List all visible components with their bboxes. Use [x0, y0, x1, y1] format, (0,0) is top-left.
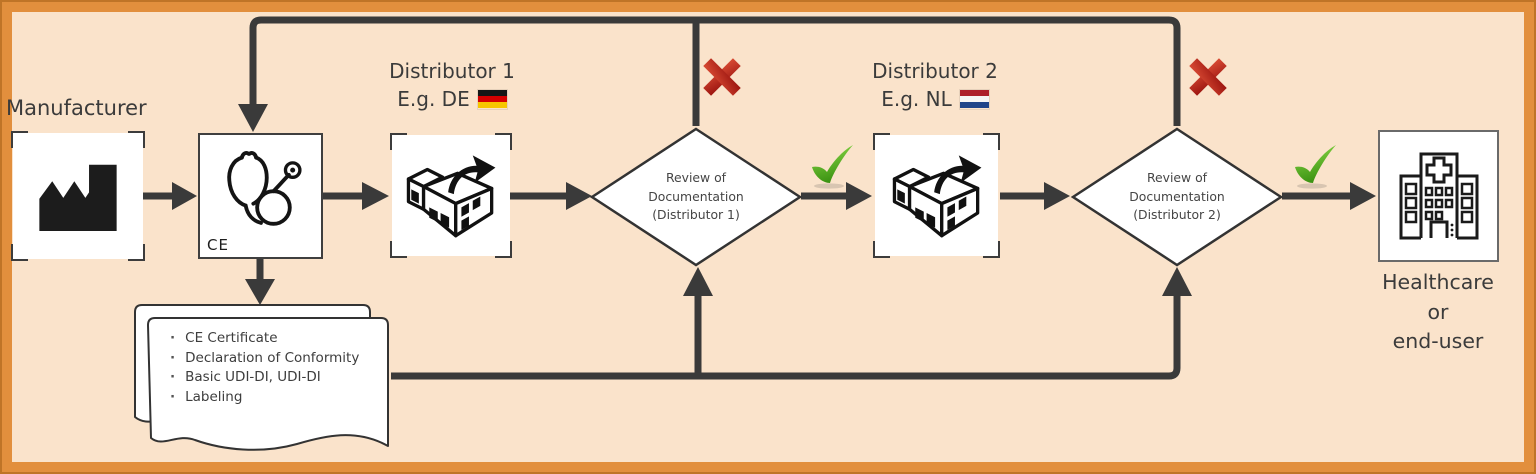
arrowhead-into-distributor2	[846, 182, 872, 210]
document-item: CE Certificate	[170, 329, 359, 349]
arrowhead-into-device-top	[238, 104, 268, 132]
ce-mark-label: CE	[207, 236, 229, 254]
factory-icon	[39, 164, 117, 231]
arrowhead-into-decision2	[1044, 182, 1070, 210]
distributor1-title: Distributor 1	[389, 59, 515, 83]
decision-diamond-2	[1070, 127, 1284, 267]
document-item: Basic UDI-DI, UDI-DI	[170, 368, 359, 388]
document-item: Labeling	[170, 388, 359, 408]
device-node: CE	[198, 133, 323, 259]
arrowhead-into-distributor1	[362, 182, 389, 210]
green-check-icon-2	[1295, 145, 1336, 189]
arrowhead-docs-into-decision2	[1162, 267, 1192, 296]
warehouse-icon	[406, 154, 496, 237]
arrowhead-into-healthcare	[1350, 182, 1376, 210]
documents-review-line	[391, 294, 1181, 380]
distributor2-node	[873, 133, 1000, 258]
warehouse-icon	[892, 154, 981, 237]
netherlands-flag-icon	[959, 89, 989, 109]
reject-return-line	[249, 16, 1181, 126]
arrowhead-into-documents	[245, 279, 275, 305]
healthcare-label: Healthcare or end-user	[1382, 270, 1494, 354]
manufacturer-node	[11, 131, 145, 261]
distributor2-label: Distributor 2 E.g. NL	[860, 58, 1010, 112]
distributor2-title: Distributor 2	[872, 59, 998, 83]
manufacturer-label: Manufacturer	[6, 96, 147, 120]
distributor2-subtitle: E.g. NL	[881, 87, 952, 111]
decision-diamond-1	[589, 127, 803, 267]
arrowhead-into-device-left	[172, 182, 197, 210]
distributor1-node	[390, 133, 512, 258]
germany-flag-icon	[477, 89, 507, 109]
document-list: CE Certificate Declaration of Conformity…	[170, 329, 359, 407]
arrowhead-into-decision1	[566, 182, 592, 210]
document-item: Declaration of Conformity	[170, 349, 359, 369]
distributor1-label: Distributor 1 E.g. DE	[377, 58, 527, 112]
hospital-icon	[1399, 152, 1478, 240]
stethoscope-icon	[226, 151, 302, 226]
healthcare-node	[1378, 130, 1499, 262]
distributor1-subtitle: E.g. DE	[397, 87, 470, 111]
arrowhead-docs-into-decision1	[683, 267, 713, 296]
decision2-text: Review of Documentation (Distributor 2)	[1129, 170, 1225, 223]
green-check-icon-1	[812, 145, 853, 189]
decision1-text: Review of Documentation (Distributor 1)	[648, 170, 744, 223]
red-cross-icon-2	[1189, 58, 1227, 96]
red-cross-icon-1	[703, 58, 741, 96]
